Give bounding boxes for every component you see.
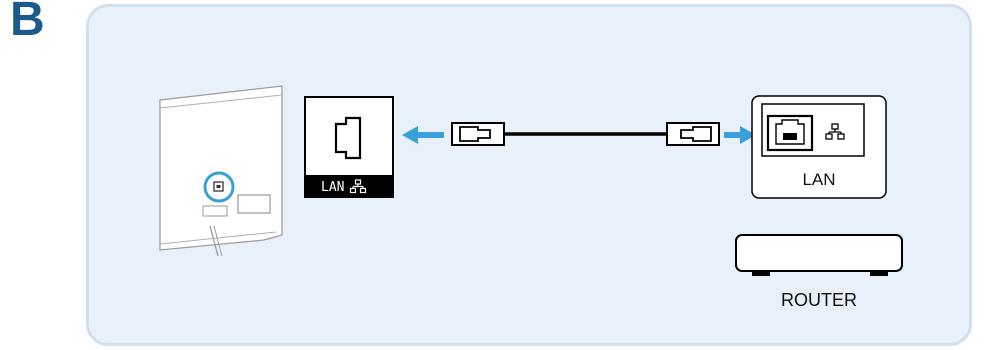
network-icon [825, 123, 845, 140]
port-highlight-circle [203, 171, 235, 203]
tv-rear [159, 85, 283, 257]
lan-cable [451, 122, 720, 146]
router-lan-port-callout: LAN [751, 95, 887, 199]
router-label: ROUTER [781, 290, 857, 310]
router-port-label: LAN [802, 170, 835, 189]
cable-connector-right [666, 122, 720, 146]
router-icon [735, 234, 903, 276]
step-letter: B [10, 0, 45, 46]
network-icon [349, 179, 367, 194]
tv-lan-port-callout: LAN [304, 96, 394, 198]
ethernet-jack-icon [334, 116, 362, 160]
cable-connector-left [451, 122, 505, 146]
arrow-to-tv-icon [402, 126, 444, 144]
arrow-to-router-icon [724, 126, 756, 144]
tv-port-label: LAN [321, 180, 344, 195]
